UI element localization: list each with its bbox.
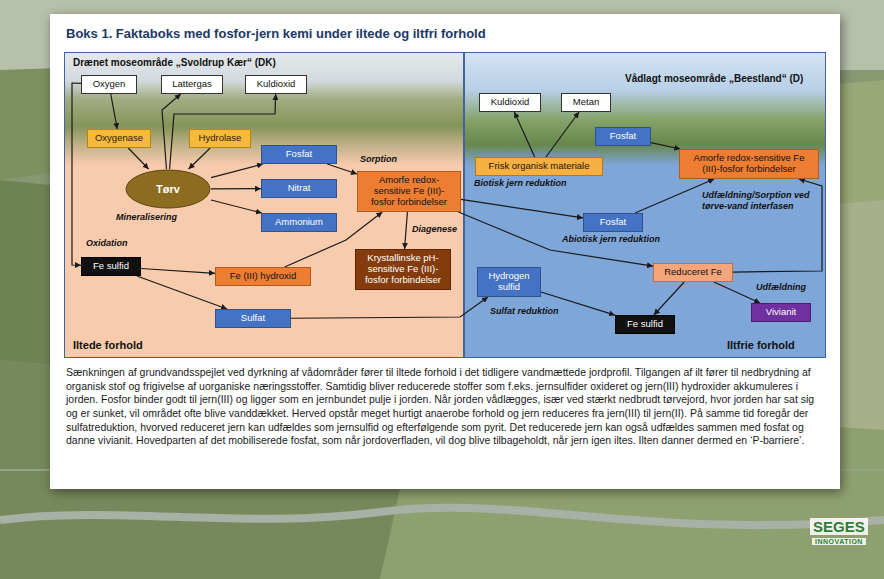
process-arrow — [137, 276, 227, 309]
box-text: Vivianit — [766, 307, 796, 318]
iron-sulfide-box: Fe sulfid — [615, 315, 675, 334]
iron-phosphorus-box: Amorfe redox-sensitive Fe (III)-fosfor f… — [357, 171, 461, 212]
process-arrow — [170, 94, 276, 169]
box-text: Hydrolase — [199, 133, 242, 144]
process-arrow — [141, 268, 215, 273]
process-label: Oxidation — [86, 238, 128, 249]
peat-ellipse-shape — [126, 170, 210, 208]
process-arrow — [189, 148, 211, 169]
process-label: Sulfat reduktion — [490, 306, 559, 317]
iron-phosphorus-box: Amorfe redox-sensitive Fe (III)-fosfor f… — [679, 149, 819, 179]
iron-hydroxide-box: Fe (III) hydroxid — [215, 267, 311, 286]
nutrient-box: Ammonium — [261, 213, 337, 232]
fact-box-card: Boks 1. Faktaboks med fosfor-jern kemi u… — [50, 14, 840, 489]
condition-label: Iltede forhold — [73, 339, 143, 351]
gas-box: Oxygen — [81, 75, 137, 94]
process-arrow — [635, 179, 714, 213]
process-arrow — [285, 212, 383, 267]
process-arrow — [211, 200, 262, 213]
process-label: Mineralisering — [116, 212, 177, 223]
organic-matter-box: Frisk organisk materiale — [475, 157, 603, 176]
box-text: Nitrat — [288, 183, 311, 194]
process-arrow — [327, 164, 357, 174]
process-arrow — [461, 199, 583, 218]
vivianite-box: Vivianit — [751, 303, 811, 322]
gas-box: Metan — [561, 93, 611, 112]
process-label: Biotisk jern reduktion — [474, 178, 567, 189]
enzyme-box: Hydrolase — [189, 129, 251, 148]
river — [0, 508, 884, 525]
box-text: Ammonium — [275, 217, 323, 228]
process-label: Abiotisk jern reduktion — [562, 234, 660, 245]
nutrient-box: Nitrat — [261, 179, 337, 198]
box-text: Fosfat — [600, 217, 626, 228]
process-label: Udfældning/Sorption ved tørve-vand inter… — [702, 190, 810, 212]
reduced-iron-box: Reduceret Fe — [653, 263, 733, 282]
gas-box: Kuldioxid — [479, 93, 541, 112]
condition-label: Iltfrie forhold — [727, 339, 795, 351]
sulfide-box: Hydrogen sulfid — [477, 267, 541, 297]
logo-text: INNOVATION — [812, 538, 866, 545]
box-text: Fosfat — [286, 149, 312, 160]
nutrient-box: Fosfat — [583, 213, 643, 232]
nutrient-box: Fosfat — [261, 145, 337, 164]
process-arrow — [714, 282, 760, 303]
process-arrow — [211, 188, 261, 189]
process-label: Udfældning — [756, 282, 806, 293]
box-text: Metan — [573, 97, 599, 108]
nutrient-box: Sulfat — [215, 309, 291, 328]
gas-box: Kuldioxid — [245, 75, 307, 94]
process-arrow — [733, 179, 822, 272]
process-arrow — [291, 297, 488, 318]
crystalline-box: Krystallinske pH-sensitive Fe (III)-fosf… — [355, 249, 451, 290]
box-text: Lattergas — [172, 79, 212, 90]
box-text: Hydrogen sulfid — [482, 271, 536, 293]
box-text: Sulfat — [241, 313, 265, 324]
process-arrow — [405, 212, 408, 249]
process-label: Sorption — [360, 154, 397, 165]
iron-sulfide-box: Fe sulfid — [81, 257, 141, 276]
process-arrow — [128, 148, 148, 169]
box-text: Fe sulfid — [93, 261, 129, 272]
box-text: Oxygen — [93, 79, 126, 90]
condition-region: Drænet moseområde „Svoldrup Kær“ (DK) Ilt… — [64, 52, 464, 358]
caption-text: Sænkningen af grundvandsspejlet ved dyrk… — [66, 366, 824, 448]
box-title: Boks 1. Faktaboks med fosfor-jern kemi u… — [66, 26, 826, 41]
nutrient-box: Fosfat — [595, 127, 651, 146]
process-arrow — [211, 164, 263, 178]
box-text: Amorfe redox-sensitive Fe (III)-fosfor f… — [684, 153, 814, 175]
process-arrow — [514, 112, 534, 157]
process-arrow — [651, 143, 680, 149]
region-heading: Drænet moseområde „Svoldrup Kær“ (DK) — [73, 57, 276, 68]
process-arrow — [111, 94, 117, 129]
box-text: Kuldioxid — [257, 79, 296, 90]
process-arrow — [654, 282, 684, 315]
process-arrow — [162, 94, 181, 169]
box-text: Kuldioxid — [491, 97, 530, 108]
logo-text: SEGES — [810, 518, 868, 535]
gas-box: Lattergas — [161, 75, 223, 94]
peat-ellipse: Tørv — [125, 169, 211, 209]
box-text: Oxygenase — [95, 133, 143, 144]
box-text: Frisk organisk materiale — [489, 161, 590, 172]
box-text: Fe (III) hydroxid — [230, 271, 297, 282]
process-arrow — [458, 212, 653, 266]
box-text: Reduceret Fe — [664, 267, 722, 278]
box-text: Tørv — [156, 183, 180, 196]
box-text: Fe sulfid — [627, 319, 663, 330]
box-text: Krystallinske pH-sensitive Fe (III)-fosf… — [360, 253, 446, 286]
process-arrow — [546, 112, 579, 157]
box-text: Fosfat — [610, 131, 636, 142]
process-arrow — [541, 292, 615, 315]
enzyme-box: Oxygenase — [87, 129, 151, 148]
process-label: Diagenese — [412, 224, 457, 235]
box-text: Amorfe redox-sensitive Fe (III)-fosfor f… — [362, 175, 456, 208]
region-heading: Vådlagt moseområde „Beestland“ (D) — [625, 73, 803, 84]
process-arrow — [72, 83, 81, 265]
